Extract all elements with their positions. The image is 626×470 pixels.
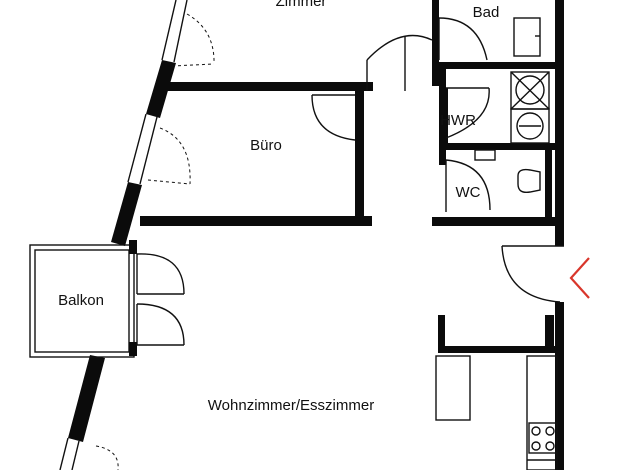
service-block	[432, 17, 562, 226]
sink-icon	[474, 149, 496, 161]
dryer-icon	[510, 108, 550, 144]
west-facade	[59, 0, 215, 470]
room-label-bad: Bad	[473, 4, 500, 21]
toilet-icon	[517, 168, 541, 194]
room-label-wohnen: Wohnzimmer/Esszimmer	[208, 397, 374, 414]
room-label-hwr: HWR	[440, 112, 476, 129]
buero-walls	[140, 91, 372, 226]
stove-icon	[528, 422, 558, 454]
kitchen	[435, 315, 563, 470]
room-label-wc: WC	[456, 184, 481, 201]
sink-icon	[513, 17, 541, 57]
room-label-balkon: Balkon	[58, 292, 104, 309]
room-label-zimmer: Zimmer	[276, 0, 327, 10]
upper-walls	[167, 0, 564, 245]
chevron-left-icon	[569, 257, 590, 299]
entrance	[501, 226, 590, 470]
room-label-buero: Büro	[250, 137, 282, 154]
balkon	[29, 240, 185, 358]
